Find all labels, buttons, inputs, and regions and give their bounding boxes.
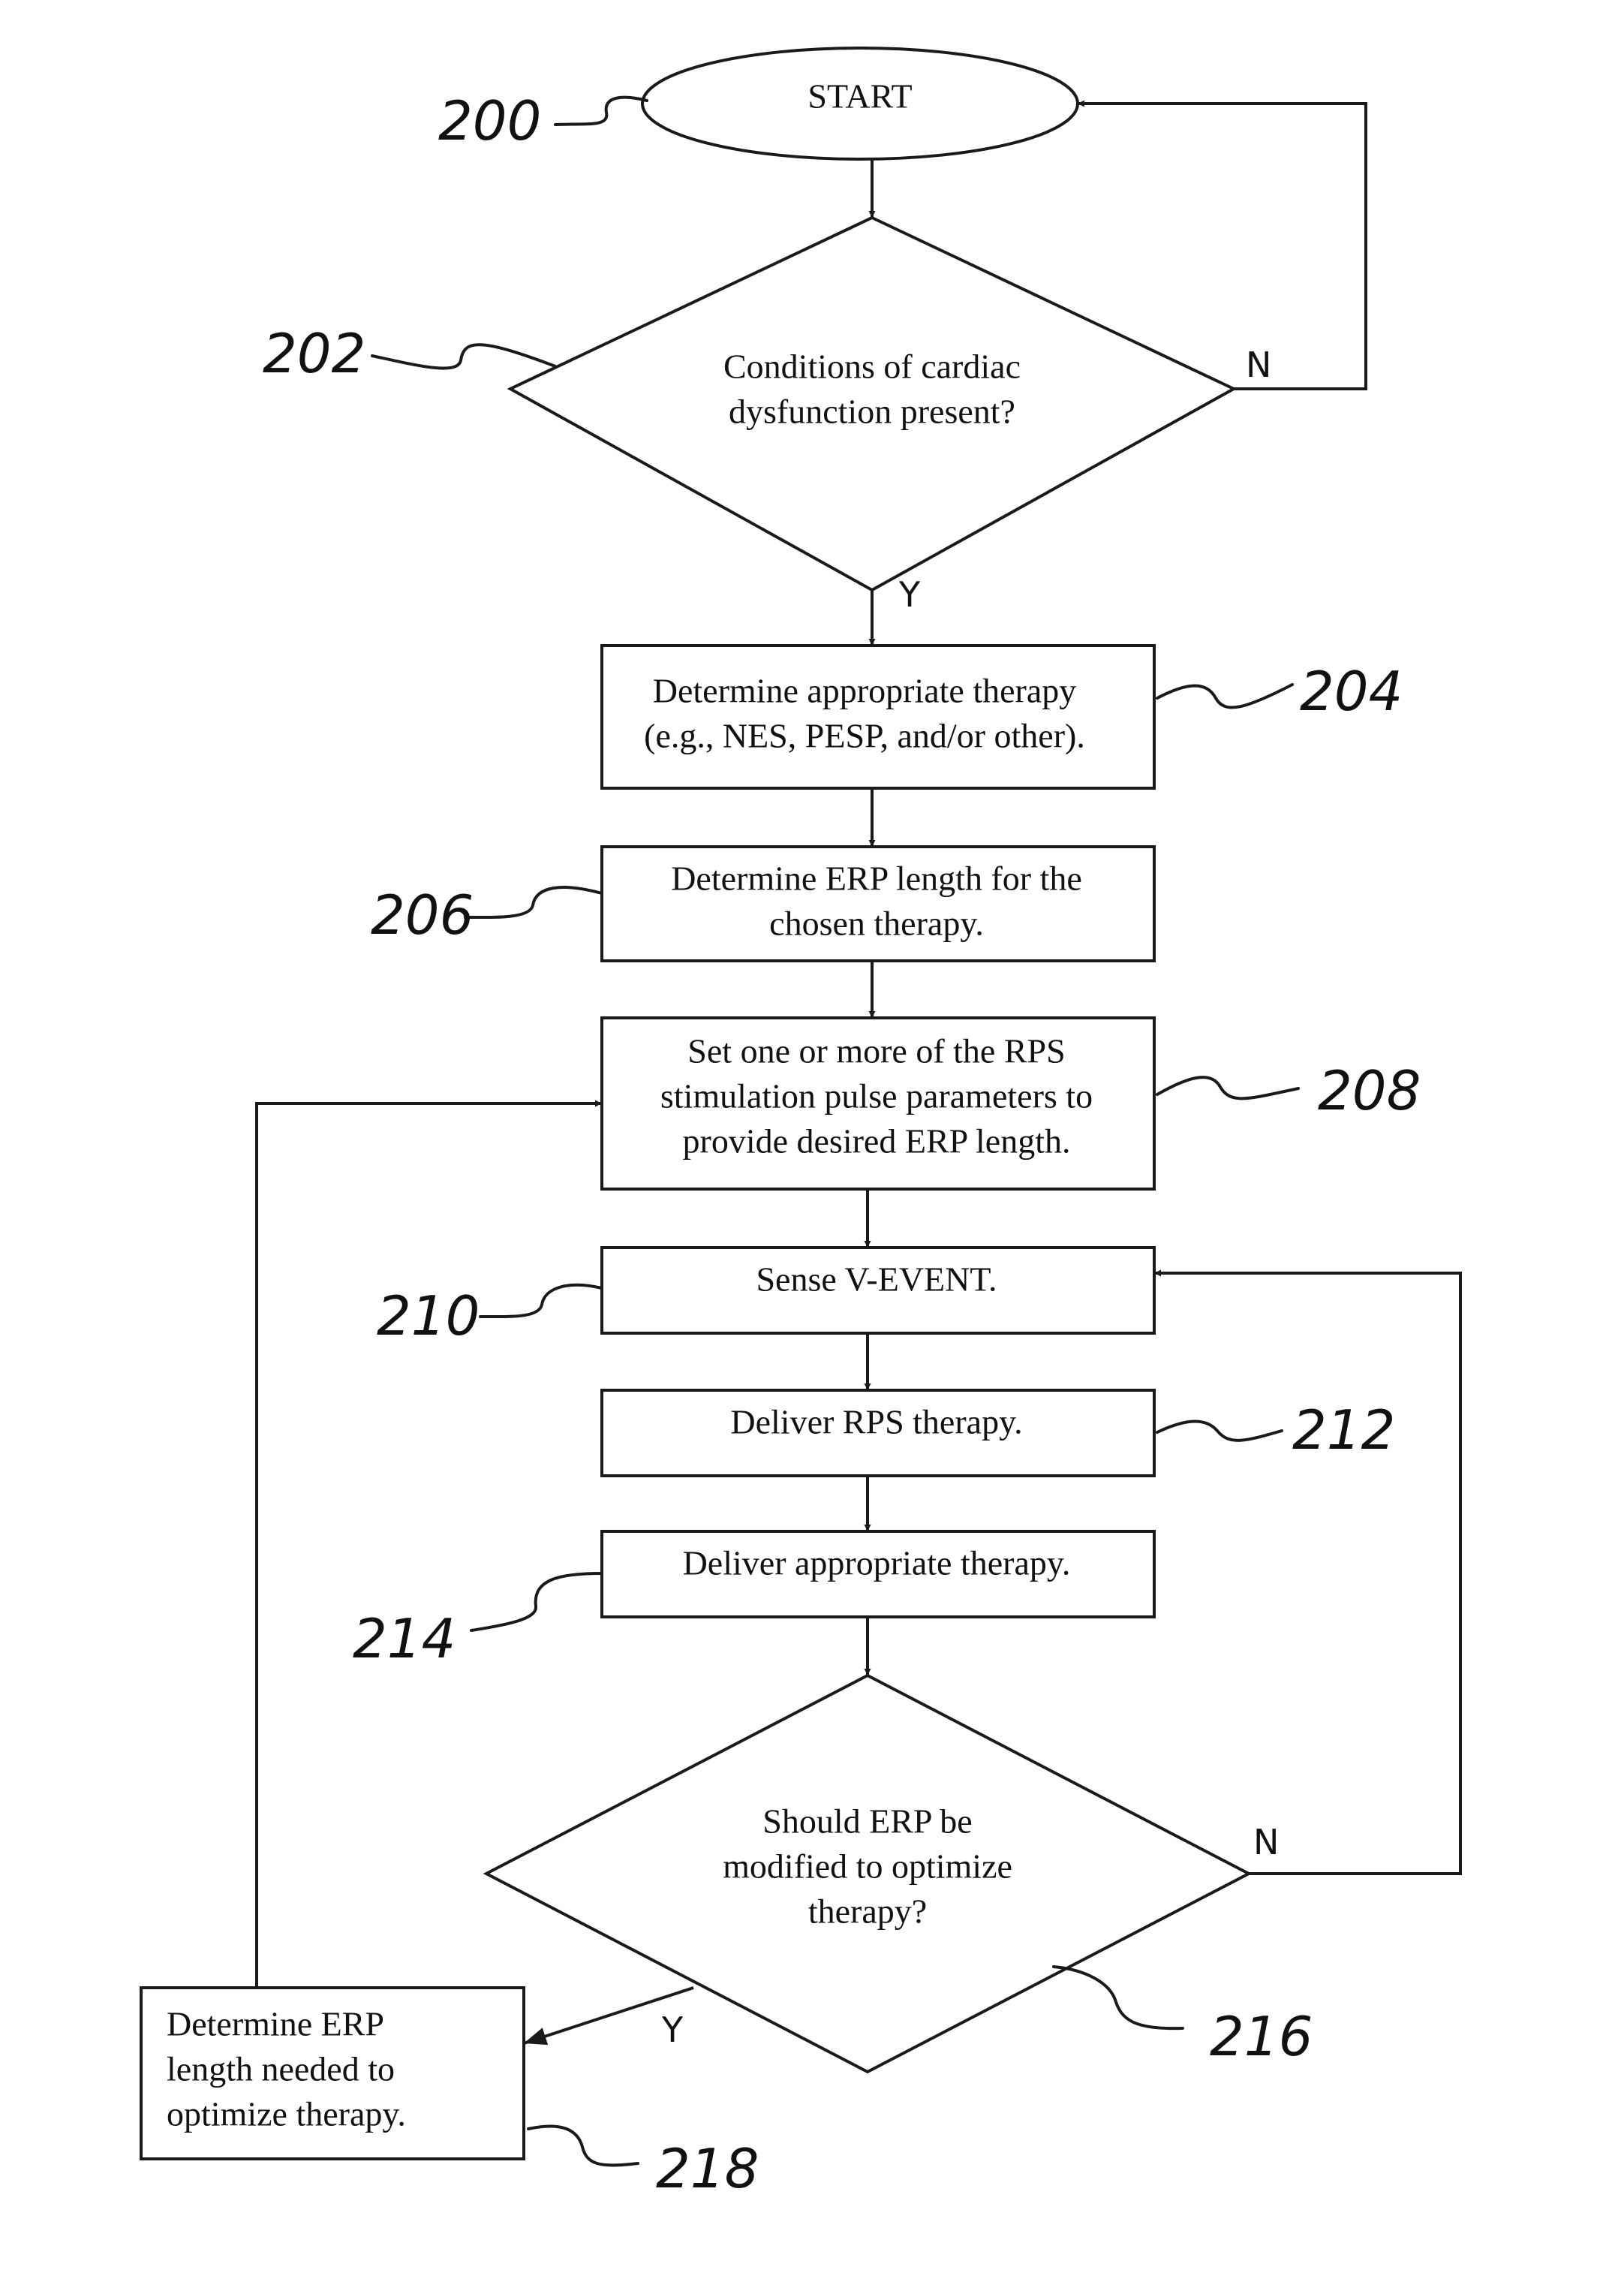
- start-line: START: [807, 77, 912, 116]
- d216-line: Should ERP be: [762, 1802, 972, 1841]
- leader-204: [1157, 685, 1292, 707]
- d202-line: dysfunction present?: [729, 393, 1015, 431]
- b206-line: Determine ERP length for the: [671, 860, 1082, 898]
- label-202-yes: Y: [898, 574, 921, 615]
- ref-210: 210: [377, 1284, 480, 1347]
- b204-line: (e.g., NES, PESP, and/or other).: [644, 717, 1085, 755]
- box-218-text: Determine ERP length needed to optimize th…: [167, 2005, 406, 2133]
- ref-214: 214: [353, 1607, 456, 1670]
- label-216-yes: Y: [661, 2010, 684, 2050]
- leader-216: [1054, 1967, 1183, 2028]
- leader-218: [528, 2126, 638, 2165]
- b210-line: Sense V-EVENT.: [756, 1260, 997, 1299]
- leader-206: [465, 887, 602, 917]
- b206-line: chosen therapy.: [769, 905, 984, 943]
- d202-line: Conditions of cardiac: [723, 348, 1021, 386]
- b208-line: stimulation pulse parameters to: [660, 1077, 1093, 1115]
- ref-216: 216: [1210, 2005, 1313, 2068]
- start-text: START: [807, 77, 912, 116]
- leader-214: [471, 1573, 602, 1630]
- leader-212: [1157, 1422, 1282, 1441]
- d216-line: modified to optimize: [723, 1847, 1012, 1886]
- b208-line: Set one or more of the RPS: [687, 1032, 1065, 1070]
- ref-200: 200: [438, 89, 541, 152]
- b218-line: optimize therapy.: [167, 2095, 406, 2133]
- leader-200: [555, 98, 647, 125]
- box-208-text: Set one or more of the RPS stimulation pu…: [660, 1032, 1093, 1161]
- b218-line: Determine ERP: [167, 2005, 384, 2043]
- label-202-no: N: [1246, 345, 1271, 385]
- box-210-text: Sense V-EVENT.: [756, 1260, 997, 1299]
- leader-210: [480, 1285, 602, 1317]
- b204-line: Determine appropriate therapy: [653, 672, 1077, 710]
- arrow-216-no-to-210: [1154, 1273, 1460, 1874]
- ref-212: 212: [1292, 1398, 1395, 1462]
- ref-208: 208: [1318, 1059, 1421, 1122]
- leader-208: [1157, 1077, 1298, 1098]
- ref-206: 206: [371, 884, 474, 947]
- box-212-text: Deliver RPS therapy.: [730, 1403, 1022, 1441]
- b218-line: length needed to: [167, 2050, 395, 2088]
- ref-218: 218: [656, 2137, 759, 2200]
- b214-line: Deliver appropriate therapy.: [683, 1544, 1071, 1582]
- box-214-text: Deliver appropriate therapy.: [683, 1544, 1071, 1582]
- leader-202: [372, 345, 555, 368]
- b212-line: Deliver RPS therapy.: [730, 1403, 1022, 1441]
- ref-202: 202: [263, 322, 365, 385]
- label-216-no: N: [1253, 1822, 1279, 1862]
- d216-line: therapy?: [808, 1892, 927, 1931]
- b208-line: provide desired ERP length.: [683, 1122, 1071, 1161]
- ref-204: 204: [1300, 660, 1403, 723]
